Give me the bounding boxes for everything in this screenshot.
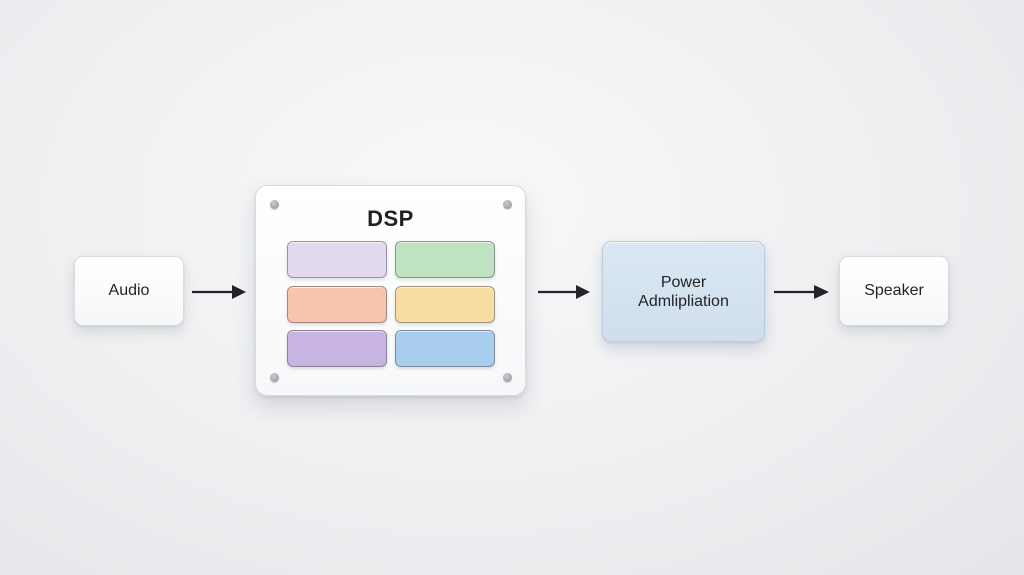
arrow-dsp-to-power xyxy=(538,285,590,299)
dsp-module-6 xyxy=(395,330,495,367)
screw-icon xyxy=(503,373,512,382)
arrow-power-to-speaker xyxy=(774,285,829,299)
audio-label: Audio xyxy=(108,282,150,299)
dsp-module-2 xyxy=(395,241,495,278)
dsp-module-1 xyxy=(287,241,387,278)
dsp-module-5 xyxy=(287,330,387,367)
arrow-audio-to-dsp xyxy=(192,285,246,299)
dsp-title: DSP xyxy=(367,206,414,231)
power-amplification-node[interactable]: Power Admlipliation xyxy=(602,241,765,342)
screw-icon xyxy=(270,373,279,382)
dsp-node[interactable]: DSP xyxy=(255,185,526,396)
power-label-line2: Admlipliation xyxy=(638,292,729,310)
speaker-node[interactable]: Speaker xyxy=(839,256,949,326)
power-label-line1: Power xyxy=(660,273,707,291)
audio-node[interactable]: Audio xyxy=(74,256,184,326)
speaker-label: Speaker xyxy=(864,282,924,299)
dsp-module-4 xyxy=(395,286,495,323)
dsp-module-3 xyxy=(287,286,387,323)
screw-icon xyxy=(503,200,512,209)
screw-icon xyxy=(270,200,279,209)
